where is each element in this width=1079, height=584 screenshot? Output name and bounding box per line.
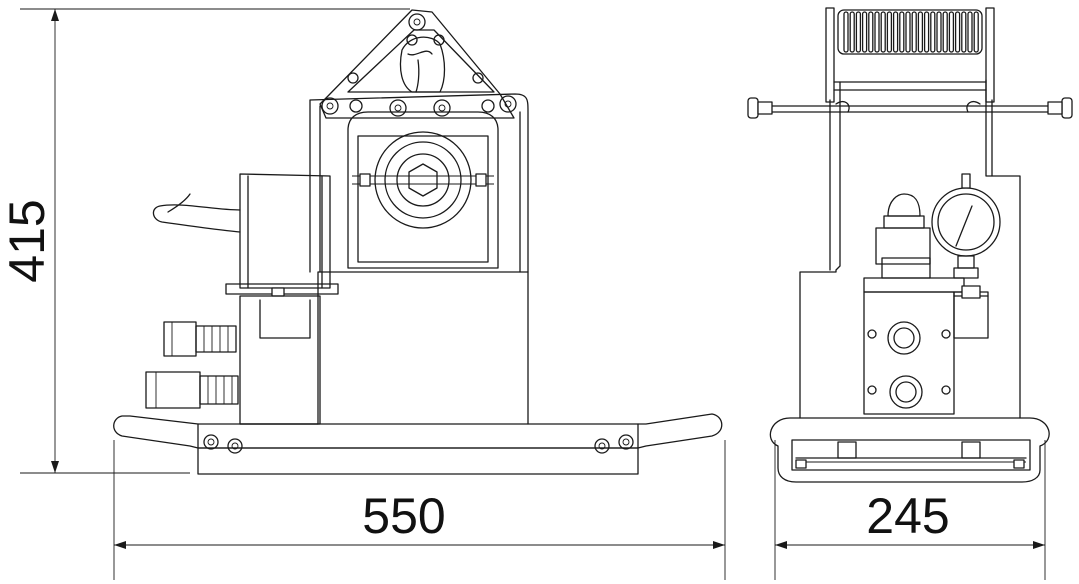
side-view: [747, 7, 1073, 483]
drum-rib: [868, 11, 874, 53]
side-cross-rod: [747, 97, 1073, 119]
width-dimension-label: 550: [362, 488, 445, 544]
drum-rib: [843, 11, 849, 53]
drum-rib: [905, 11, 911, 53]
drum-rib: [892, 11, 899, 53]
side-manifold: [863, 277, 989, 415]
side-main-body: [799, 79, 1021, 419]
drum-rib: [911, 11, 917, 53]
drum-rib: [930, 11, 936, 53]
drum-rib: [899, 11, 905, 53]
front-skid-base: [113, 413, 723, 475]
drum-rib: [923, 11, 930, 53]
drum-rib: [886, 11, 893, 53]
side-pressure-gauge: [931, 173, 1001, 279]
front-view: [113, 9, 723, 475]
drum-rib: [942, 11, 948, 53]
drum-rib: [973, 11, 979, 53]
drum-rib: [880, 11, 886, 53]
front-valve-block: [152, 173, 339, 297]
front-coupler-block: [145, 295, 321, 425]
height-dimension-label: 415: [0, 199, 55, 282]
drum-rib: [948, 11, 955, 53]
side-solenoid-cap: [875, 193, 931, 279]
front-main-body: [239, 93, 529, 425]
drum-rib: [967, 11, 973, 53]
depth-dimension-label: 245: [866, 488, 949, 544]
drum-rib: [917, 11, 924, 53]
front-head-frame: [319, 9, 517, 119]
drum-rib: [849, 11, 855, 53]
drum-rib: [855, 11, 862, 53]
side-reel-drum: [825, 7, 995, 103]
drum-rib: [874, 11, 880, 53]
drum-rib: [961, 11, 967, 53]
drum-rib: [936, 11, 942, 53]
drum-rib: [954, 11, 961, 53]
dimension-lines: [20, 8, 1046, 580]
side-skid-base: [769, 417, 1050, 483]
drum-rib: [861, 11, 868, 53]
